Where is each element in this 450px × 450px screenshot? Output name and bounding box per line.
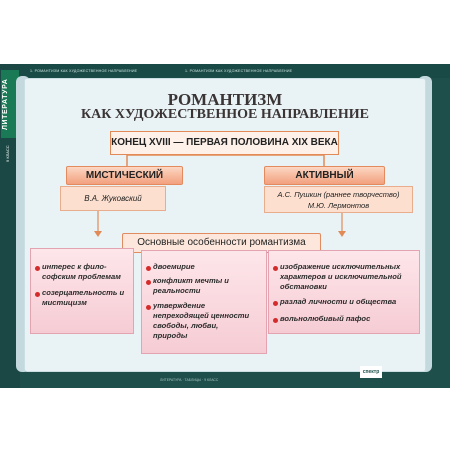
footer-caption: ЛИТЕРАТУРА · ТАБЛИЦЫ · 9 КЛАСС xyxy=(160,378,219,382)
feature-item: разлад личности и общества xyxy=(280,297,397,306)
feature-item: интерес к фило- софским проблемам xyxy=(42,262,121,281)
bullet-dot xyxy=(273,301,278,306)
feature-item: утверждение непреходящей ценности свобод… xyxy=(153,301,250,340)
active-author-2: М.Ю. Лермонтов xyxy=(307,201,370,210)
topic-left: 1. РОМАНТИЗМ КАК ХУДОЖЕСТВЕННОЕ НАПРАВЛЕ… xyxy=(30,69,138,73)
bullet-dot xyxy=(146,305,151,310)
features-column-2 xyxy=(141,250,267,354)
active-header: АКТИВНЫЙ xyxy=(264,166,385,185)
bullet-dot xyxy=(35,292,40,297)
mystic-author: В.А. Жуковский xyxy=(60,186,166,211)
active-authors: А.С. Пушкин (раннее творчество) М.Ю. Лер… xyxy=(264,186,413,213)
features-column-1 xyxy=(30,248,134,334)
bullet-dot xyxy=(273,318,278,323)
bullet-dot xyxy=(35,266,40,271)
bullet-dot xyxy=(146,280,151,285)
feature-item: конфликт мечты и реальности xyxy=(153,276,229,295)
publisher-logo: спектр xyxy=(360,366,382,378)
title-line-2: КАК ХУДОЖЕСТВЕННОЕ НАПРАВЛЕНИЕ xyxy=(81,107,369,122)
sidebar: ЛИТЕРАТУРА 9 КЛАСС xyxy=(0,64,20,388)
top-bar: 1. РОМАНТИЗМ КАК ХУДОЖЕСТВЕННОЕ НАПРАВЛЕ… xyxy=(20,64,450,78)
mystic-header: МИСТИЧЕСКИЙ xyxy=(66,166,183,185)
bullet-dot xyxy=(273,266,278,271)
feature-item: вольнолюбивый пафос xyxy=(280,314,371,323)
title-line-1: РОМАНТИЗМ xyxy=(167,90,283,109)
features-column-3 xyxy=(268,250,420,334)
topic-center: 1. РОМАНТИЗМ КАК ХУДОЖЕСТВЕННОЕ НАПРАВЛЕ… xyxy=(185,69,293,73)
feature-item: созерцательность и мистицизм xyxy=(42,288,125,307)
feature-item: двоемирие xyxy=(153,262,195,271)
bullet-dot xyxy=(146,266,151,271)
active-author-1: А.С. Пушкин (раннее творчество) xyxy=(277,190,400,199)
feature-item: изображение исключительных характеров и … xyxy=(280,262,402,291)
